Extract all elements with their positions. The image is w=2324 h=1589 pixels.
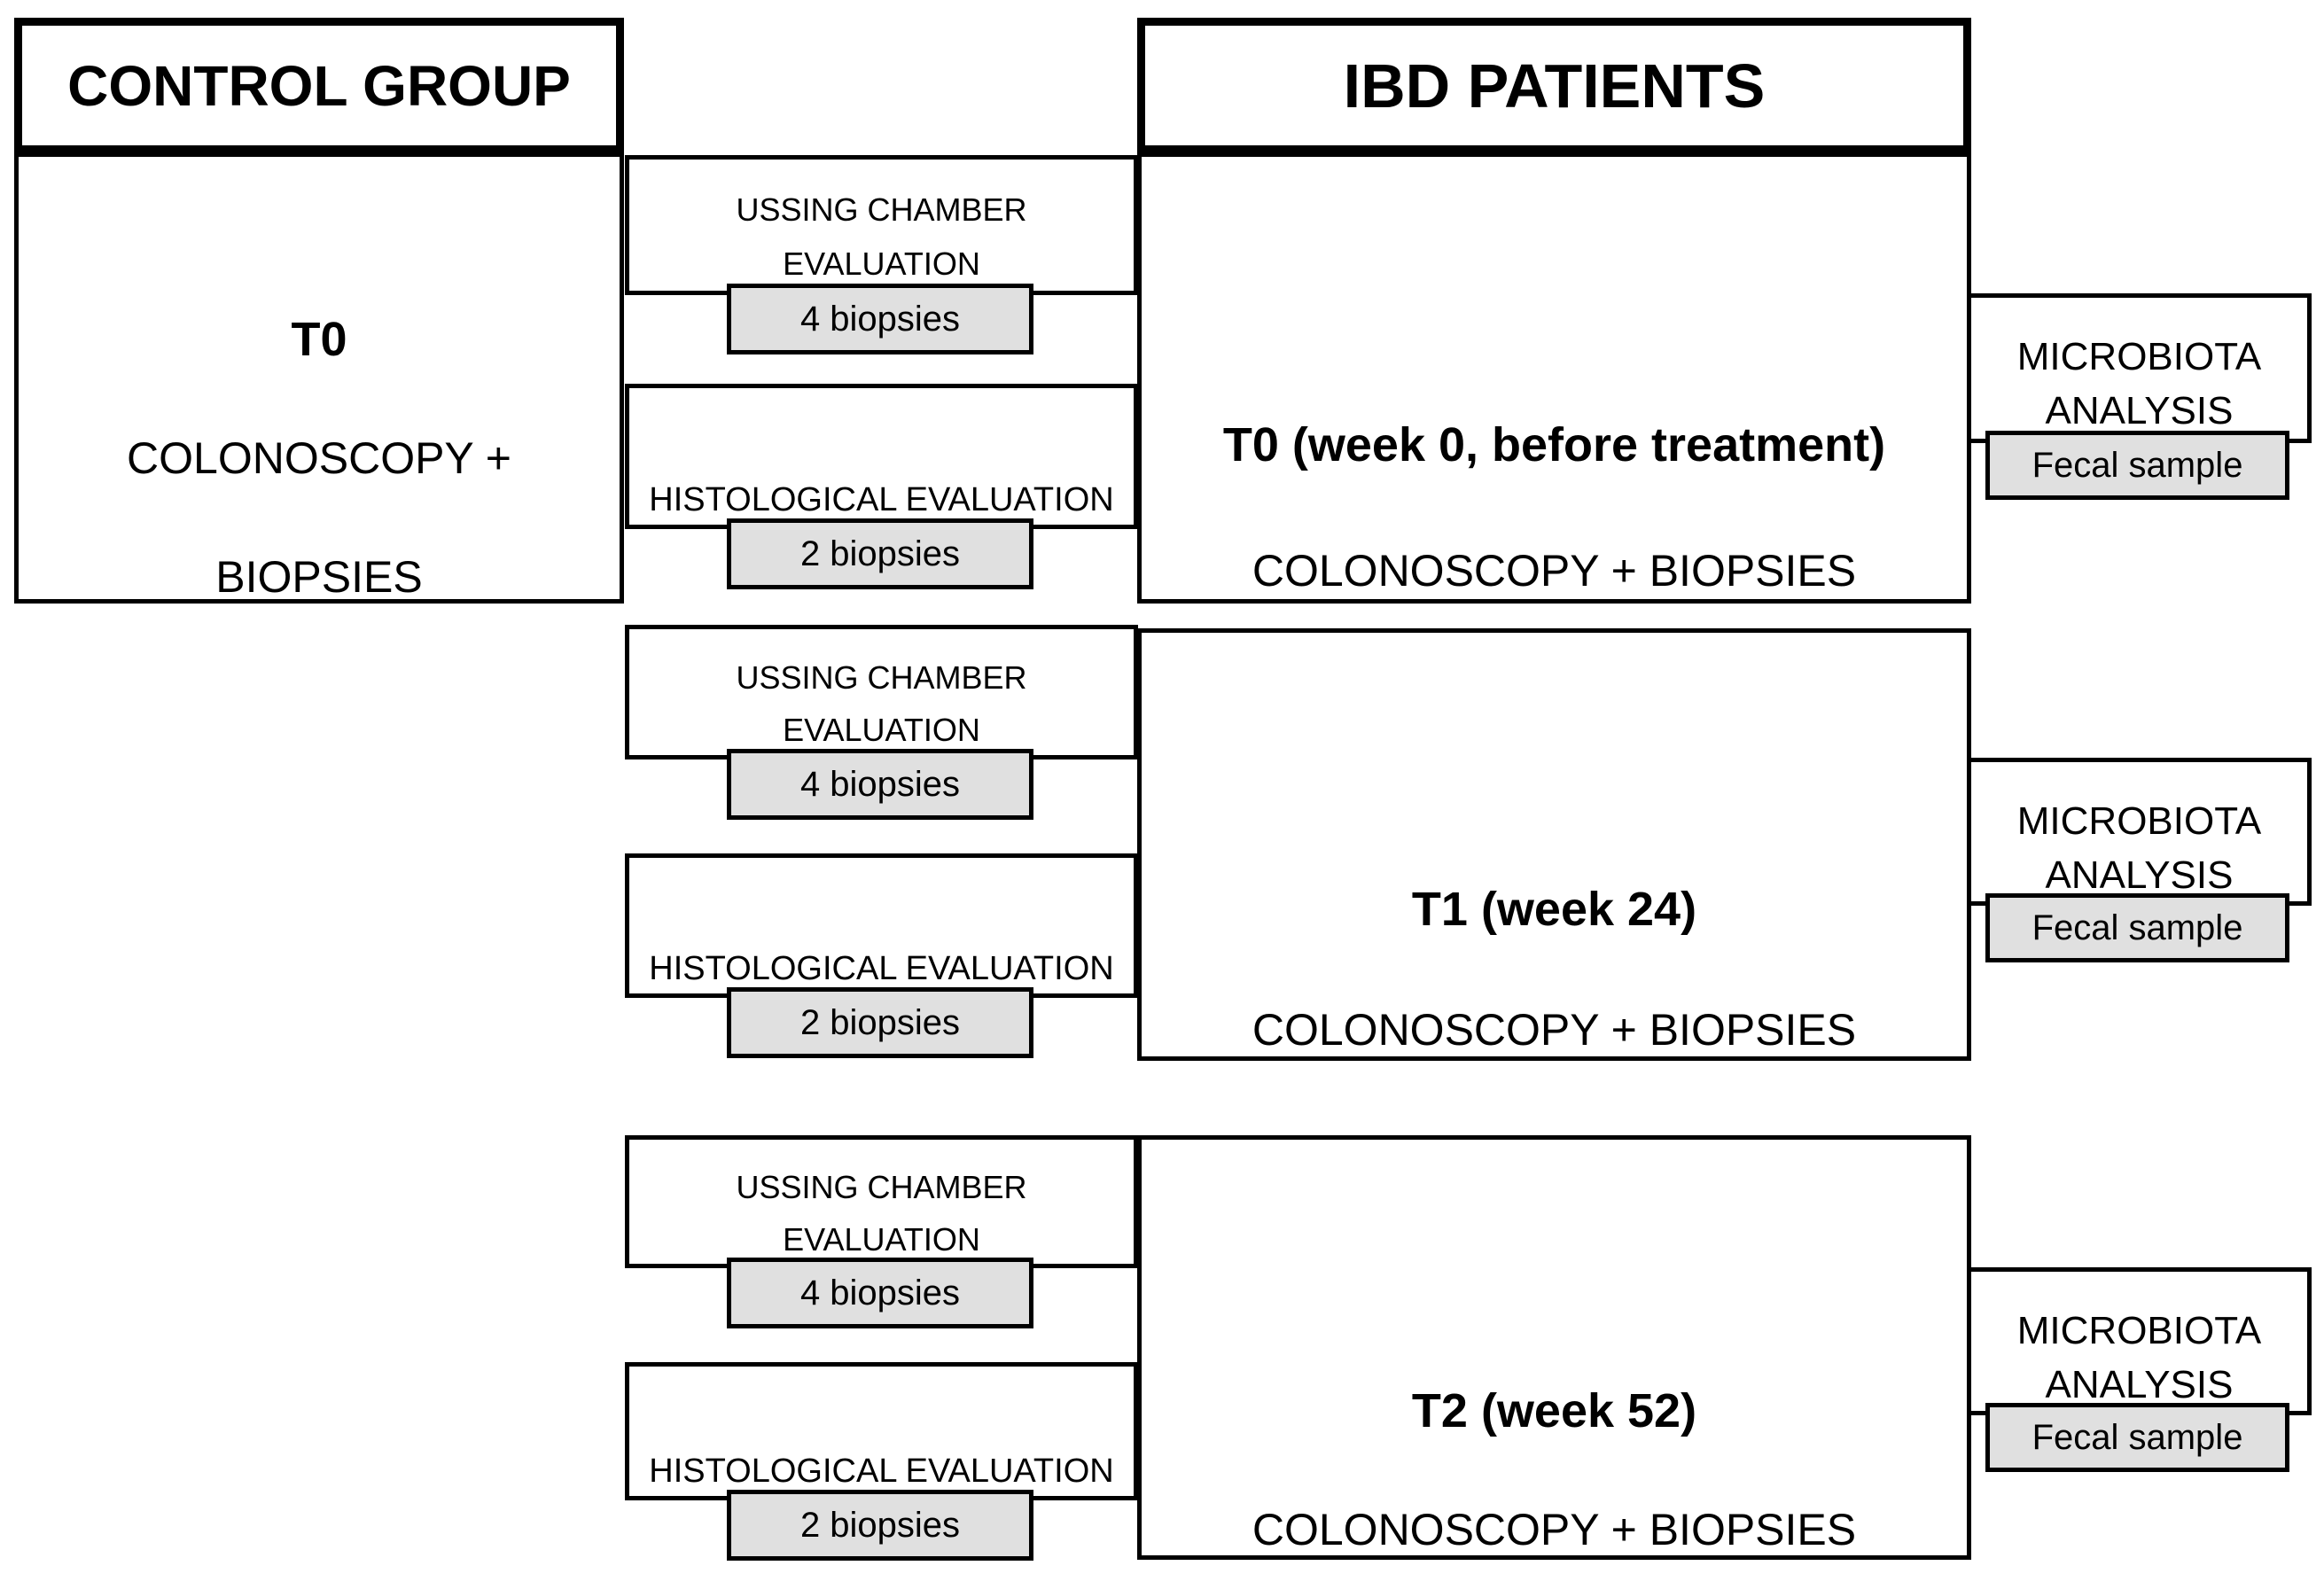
two-biopsies-label-row1: 2 biopsies — [799, 534, 961, 573]
ibd-timepoint-box-t1: T1 (week 24) COLONOSCOPY + BIOPSIES — [1137, 628, 1971, 1061]
fecal-sample-badge-row3: Fecal sample — [1985, 1403, 2289, 1472]
control-box-line-biopsies: BIOPSIES — [215, 552, 423, 602]
timepoint-title-t1: T1 (week 24) — [1411, 883, 1697, 936]
control-box-line-colonoscopy: COLONOSCOPY + — [127, 433, 511, 483]
histological-label-row1: HISTOLOGICAL EVALUATION — [649, 481, 1114, 518]
timepoint-subtitle-t2: COLONOSCOPY + BIOPSIES — [1252, 1505, 1857, 1554]
fecal-sample-label-row1: Fecal sample — [2032, 445, 2243, 485]
histological-evaluation-box-row2: HISTOLOGICAL EVALUATION — [625, 853, 1138, 998]
microbiota-label-line1-row2: MICROBIOTA — [2016, 799, 2262, 843]
fecal-sample-badge-row1: Fecal sample — [1985, 431, 2289, 500]
microbiota-analysis-box-row2: MICROBIOTA ANALYSIS — [1967, 758, 2312, 906]
ussing-evaluation-box-row1: USSING CHAMBER EVALUATION — [625, 155, 1138, 295]
timepoint-title-t2: T2 (week 52) — [1411, 1384, 1697, 1437]
ibd-patients-header-label: IBD PATIENTS — [1343, 51, 1766, 121]
histological-label-row2: HISTOLOGICAL EVALUATION — [649, 950, 1114, 987]
timepoint-subtitle-t1: COLONOSCOPY + BIOPSIES — [1252, 1005, 1857, 1055]
two-biopsies-label-row2: 2 biopsies — [799, 1002, 961, 1042]
two-biopsies-label-row3: 2 biopsies — [799, 1505, 961, 1545]
microbiota-label-line2-row3: ANALYSIS — [2045, 1363, 2234, 1406]
fecal-sample-badge-row2: Fecal sample — [1985, 893, 2289, 962]
four-biopsies-badge-row1: 4 biopsies — [727, 284, 1033, 354]
four-biopsies-badge-row2: 4 biopsies — [727, 749, 1033, 820]
two-biopsies-badge-row3: 2 biopsies — [727, 1490, 1033, 1561]
histological-evaluation-box-row3: HISTOLOGICAL EVALUATION — [625, 1362, 1138, 1500]
fecal-sample-label-row3: Fecal sample — [2032, 1417, 2243, 1457]
control-timepoint-box: T0 COLONOSCOPY + BIOPSIES — [14, 152, 624, 604]
microbiota-analysis-box-row3: MICROBIOTA ANALYSIS — [1967, 1267, 2312, 1415]
ussing-label-line1-row3: USSING CHAMBER — [736, 1169, 1027, 1205]
four-biopsies-label-row3: 4 biopsies — [799, 1273, 961, 1312]
four-biopsies-label-row2: 4 biopsies — [799, 764, 961, 804]
two-biopsies-badge-row1: 2 biopsies — [727, 518, 1033, 589]
two-biopsies-badge-row2: 2 biopsies — [727, 987, 1033, 1058]
ussing-evaluation-box-row2: USSING CHAMBER EVALUATION — [625, 625, 1138, 759]
timepoint-subtitle-t0: COLONOSCOPY + BIOPSIES — [1252, 546, 1857, 596]
histological-evaluation-box-row1: HISTOLOGICAL EVALUATION — [625, 384, 1138, 529]
ussing-evaluation-box-row3: USSING CHAMBER EVALUATION — [625, 1135, 1138, 1268]
ussing-label-line1-row1: USSING CHAMBER — [736, 191, 1027, 228]
ibd-timepoint-box-t0: T0 (week 0, before treatment) COLONOSCOP… — [1137, 152, 1971, 604]
ibd-patients-header: IBD PATIENTS — [1137, 18, 1971, 153]
four-biopsies-label-row1: 4 biopsies — [799, 299, 961, 339]
microbiota-label-line2-row2: ANALYSIS — [2045, 853, 2234, 897]
fecal-sample-label-row2: Fecal sample — [2032, 907, 2243, 947]
four-biopsies-badge-row3: 4 biopsies — [727, 1258, 1033, 1328]
control-group-header-label: CONTROL GROUP — [67, 53, 571, 118]
ussing-label-line2-row3: EVALUATION — [783, 1221, 980, 1258]
ussing-label-line1-row2: USSING CHAMBER — [736, 659, 1027, 696]
ibd-timepoint-box-t2: T2 (week 52) COLONOSCOPY + BIOPSIES — [1137, 1135, 1971, 1560]
microbiota-label-line2-row1: ANALYSIS — [2045, 389, 2234, 432]
control-box-line-t0: T0 — [291, 313, 347, 366]
histological-label-row3: HISTOLOGICAL EVALUATION — [649, 1453, 1114, 1490]
microbiota-analysis-box-row1: MICROBIOTA ANALYSIS — [1967, 293, 2312, 443]
microbiota-label-line1-row3: MICROBIOTA — [2016, 1309, 2262, 1352]
ussing-label-line2-row1: EVALUATION — [783, 245, 980, 282]
microbiota-label-line1-row1: MICROBIOTA — [2016, 335, 2262, 378]
ussing-label-line2-row2: EVALUATION — [783, 712, 980, 748]
timepoint-title-t0: T0 (week 0, before treatment) — [1222, 418, 1886, 471]
control-group-header: CONTROL GROUP — [14, 18, 624, 153]
